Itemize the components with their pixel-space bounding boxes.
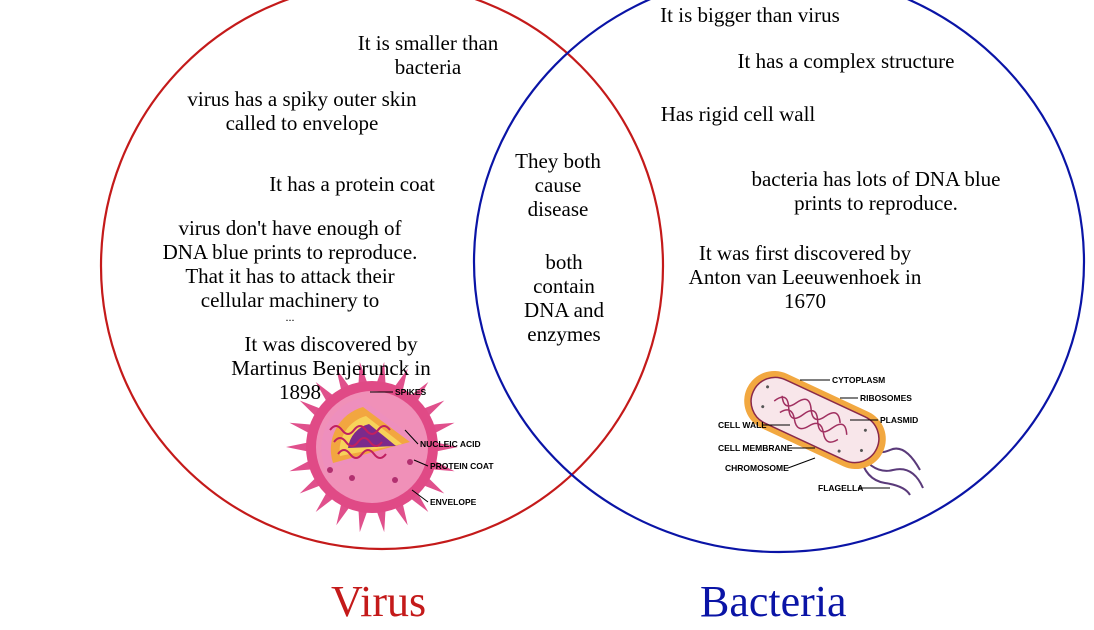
- text-line: cause: [534, 173, 582, 197]
- virus-spike: [431, 441, 458, 453]
- virus-fact-discovered: It was discovered by Martinus Benjerunck…: [196, 332, 466, 404]
- virus-label-protein-coat: PROTEIN COAT: [430, 461, 494, 471]
- text-line: DNA blue prints to reproduce.: [162, 240, 418, 264]
- virus-spike: [286, 441, 313, 453]
- text-line: Has rigid cell wall: [660, 102, 816, 126]
- text-line: ...: [285, 310, 295, 324]
- text-line: virus don't have enough of: [178, 216, 402, 240]
- virus-illustration: SPIKES NUCLEIC ACID PROTEIN COAT ENVELOP…: [286, 361, 494, 533]
- shared-fact-disease: They both cause disease: [488, 149, 628, 221]
- bacteria-title: Bacteria: [700, 577, 847, 626]
- text-line: called to envelope: [225, 111, 379, 135]
- text-line: cellular machinery to: [200, 288, 380, 312]
- bacteria-label-flagella: FLAGELLA: [818, 483, 863, 493]
- bacteria-illustration: CYTOPLASM RIBOSOMES PLASMID CELL WALL CE…: [718, 370, 924, 496]
- bacteria-fact-bigger: It is bigger than virus: [620, 3, 880, 27]
- virus-label-envelope: ENVELOPE: [430, 497, 477, 507]
- text-line: both: [545, 250, 583, 274]
- text-line: It has a protein coat: [269, 172, 435, 196]
- bacteria-label-cytoplasm: CYTOPLASM: [832, 375, 885, 385]
- text-line: bacteria: [394, 55, 462, 79]
- text-line: enzymes: [527, 322, 601, 346]
- bacteria-fact-wall: Has rigid cell wall: [628, 102, 848, 126]
- virus-fact-protein-coat: It has a protein coat: [232, 172, 472, 196]
- virus-circle: [99, 0, 665, 551]
- text-line: That it has to attack their: [185, 264, 395, 288]
- text-line: Anton van Leeuwenhoek in: [688, 265, 922, 289]
- virus-title: Virus: [331, 577, 427, 626]
- bacteria-label-chromosome: CHROMOSOME: [725, 463, 789, 473]
- virus-label-spikes: SPIKES: [395, 387, 427, 397]
- text-line: virus has a spiky outer skin: [187, 87, 417, 111]
- text-line: 1670: [784, 289, 826, 313]
- virus-fact-smaller: It is smaller than bacteria: [328, 31, 528, 79]
- bacteria-fact-discovered: It was first discovered by Anton van Lee…: [655, 241, 955, 313]
- text-line: It was discovered by: [244, 332, 418, 356]
- text-line: contain: [533, 274, 595, 298]
- virus-fact-dna: virus don't have enough of DNA blue prin…: [130, 216, 450, 324]
- text-line: Martinus Benjerunck in: [231, 356, 431, 380]
- bacteria-label-cell-membrane: CELL MEMBRANE: [718, 443, 793, 453]
- text-line: bacteria has lots of DNA blue: [751, 167, 1001, 191]
- bacteria-label-plasmid: PLASMID: [880, 415, 918, 425]
- text-line: It has a complex structure: [737, 49, 955, 73]
- bacteria-circle: [472, 0, 1086, 554]
- bacteria-label-ribosomes: RIBOSOMES: [860, 393, 912, 403]
- bacteria-label-cell-wall: CELL WALL: [718, 420, 766, 430]
- bacteria-fact-complex: It has a complex structure: [706, 49, 986, 73]
- bacteria-fact-dna: bacteria has lots of DNA blue prints to …: [716, 167, 1036, 215]
- shared-fact-dna-enzymes: both contain DNA and enzymes: [494, 250, 634, 346]
- virus-label-nucleic-acid: NUCLEIC ACID: [420, 439, 481, 449]
- text-line: It was first discovered by: [698, 241, 912, 265]
- text-line: They both: [515, 149, 601, 173]
- text-line: It is bigger than virus: [660, 3, 840, 27]
- virus-fact-envelope: virus has a spiky outer skin called to e…: [152, 87, 452, 135]
- text-line: disease: [527, 197, 589, 221]
- text-line: prints to reproduce.: [794, 191, 958, 215]
- text-line: It is smaller than: [357, 31, 499, 55]
- text-line: 1898: [279, 380, 321, 404]
- text-line: DNA and: [524, 298, 604, 322]
